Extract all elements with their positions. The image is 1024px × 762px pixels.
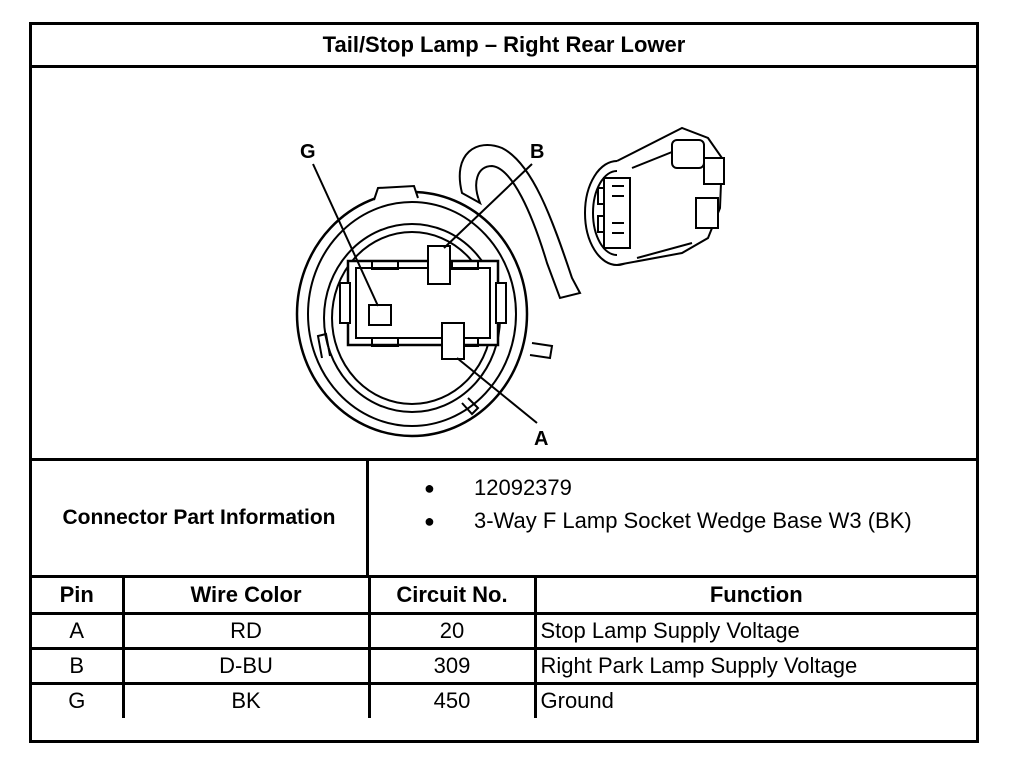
wire-color-cell: D-BU bbox=[121, 646, 371, 685]
wire-color-cell: BK bbox=[121, 681, 371, 718]
pin-cell: B bbox=[32, 646, 125, 685]
part-description: 3-Way F Lamp Socket Wedge Base W3 (BK) bbox=[474, 508, 912, 533]
connector-part-info: Connector Part Information ● 12092379 ● … bbox=[32, 461, 976, 578]
wire-harness bbox=[458, 144, 582, 300]
pin-table: Pin Wire Color Circuit No. Function A RD… bbox=[32, 578, 976, 718]
connector-diagram-frame: Tail/Stop Lamp – Right Rear Lower bbox=[29, 22, 979, 743]
circuit-cell: 20 bbox=[367, 611, 537, 650]
lamp-socket bbox=[584, 126, 725, 266]
part-number: 12092379 bbox=[474, 475, 572, 500]
header-function: Function bbox=[533, 578, 976, 615]
list-item: ● 12092379 bbox=[369, 473, 976, 503]
terminal-b bbox=[427, 245, 451, 285]
function-cell: Ground bbox=[533, 681, 976, 718]
header-circuit-no: Circuit No. bbox=[367, 578, 537, 615]
connector-drawing: G B A bbox=[295, 126, 725, 450]
callout-g: G bbox=[300, 141, 316, 163]
circuit-cell: 309 bbox=[367, 646, 537, 685]
header-wire-color: Wire Color bbox=[121, 578, 371, 615]
callout-a: A bbox=[534, 428, 548, 450]
callout-b: B bbox=[530, 141, 544, 163]
table-row: B D-BU 309 Right Park Lamp Supply Voltag… bbox=[32, 646, 976, 685]
table-row: G BK 450 Ground bbox=[32, 681, 976, 718]
function-cell: Stop Lamp Supply Voltage bbox=[533, 611, 976, 650]
circuit-cell: 450 bbox=[367, 681, 537, 718]
pin-cell: A bbox=[32, 611, 125, 650]
pin-cell: G bbox=[32, 681, 125, 718]
connector-illustration: G B A bbox=[32, 68, 976, 461]
connector-part-info-label: Connector Part Information bbox=[32, 461, 369, 575]
bullet-icon: ● bbox=[424, 510, 435, 531]
terminal-g bbox=[368, 304, 392, 326]
table-row: A RD 20 Stop Lamp Supply Voltage bbox=[32, 611, 976, 650]
connector-body bbox=[346, 259, 500, 347]
bullet-icon: ● bbox=[424, 477, 435, 498]
diagram-title: Tail/Stop Lamp – Right Rear Lower bbox=[32, 25, 976, 68]
connector-part-info-list: ● 12092379 ● 3-Way F Lamp Socket Wedge B… bbox=[369, 461, 976, 575]
list-item: ● 3-Way F Lamp Socket Wedge Base W3 (BK) bbox=[369, 506, 976, 536]
pin-table-header: Pin Wire Color Circuit No. Function bbox=[32, 578, 976, 615]
terminal-a bbox=[441, 322, 465, 360]
function-cell: Right Park Lamp Supply Voltage bbox=[533, 646, 976, 685]
top-tab bbox=[373, 184, 419, 201]
wire-color-cell: RD bbox=[121, 611, 371, 650]
header-pin: Pin bbox=[32, 578, 125, 615]
